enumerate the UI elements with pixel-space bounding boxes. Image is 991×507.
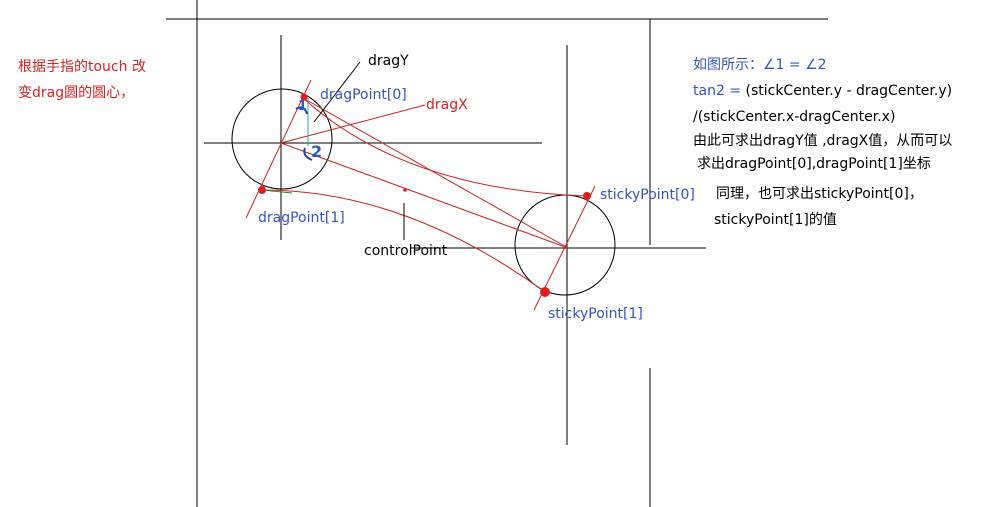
drag-point-0-label: dragPoint[0] <box>320 87 407 103</box>
explanation-line5: 求出dragPoint[0],dragPoint[1]坐标 <box>697 156 931 172</box>
sticky-point-1-label: stickyPoint[1] <box>548 306 643 322</box>
center-connecting-line <box>280 142 569 249</box>
angle-1-arc <box>295 106 308 115</box>
explanation-line2: tan2 = (stickCenter.y - dragCenter.y) <box>693 82 952 100</box>
explanation-line2-prefix: tan2 = <box>693 83 746 99</box>
drag-circle <box>231 88 333 190</box>
drag-point-0-dot <box>300 93 308 101</box>
drag-center-to-point0 <box>302 97 569 249</box>
drag-x-ray <box>280 104 426 144</box>
explanation-line2-rest: (stickCenter.y - dragCenter.y) <box>745 83 953 99</box>
drag-x-label: dragX <box>426 97 468 113</box>
explanation-line6: 同理，也可求出stickyPoint[0]， <box>716 186 923 202</box>
explanation-line3: /(stickCenter.x-dragCenter.x) <box>693 109 896 125</box>
sticky-point-0-label: stickyPoint[0] <box>600 187 695 203</box>
control-point-dot <box>403 188 407 192</box>
angle-2-label: 2 <box>311 142 323 161</box>
explanation-line4: 由此可求出dragY值 ,dragX值，从而可以 <box>693 133 953 149</box>
sticky-circle <box>514 194 616 296</box>
drag-point1-stub <box>261 189 293 194</box>
angle-1-label: 1 <box>298 99 308 114</box>
explanation-line1: 如图所示：∠1 = ∠2 <box>693 57 827 73</box>
drag-perpendicular-line <box>245 79 312 219</box>
left-note-line1: 根据手指的touch 改 <box>18 59 146 75</box>
drag-point-1-label: dragPoint[1] <box>258 210 345 226</box>
control-point-label: controlPoint <box>364 243 448 259</box>
upper-bezier-curve <box>302 97 588 197</box>
left-note-line2: 变drag圆的圆心， <box>18 85 135 101</box>
explanation-line7: stickyPoint[1]的值 <box>714 212 837 228</box>
sticky-point-0-dot <box>583 192 591 200</box>
sticky-point-1-dot <box>540 287 550 297</box>
drag-y-pointer <box>313 61 361 123</box>
angle-2-arc <box>303 147 313 161</box>
drag-point-1-dot <box>258 186 266 194</box>
drag-y-label: dragY <box>368 53 409 69</box>
